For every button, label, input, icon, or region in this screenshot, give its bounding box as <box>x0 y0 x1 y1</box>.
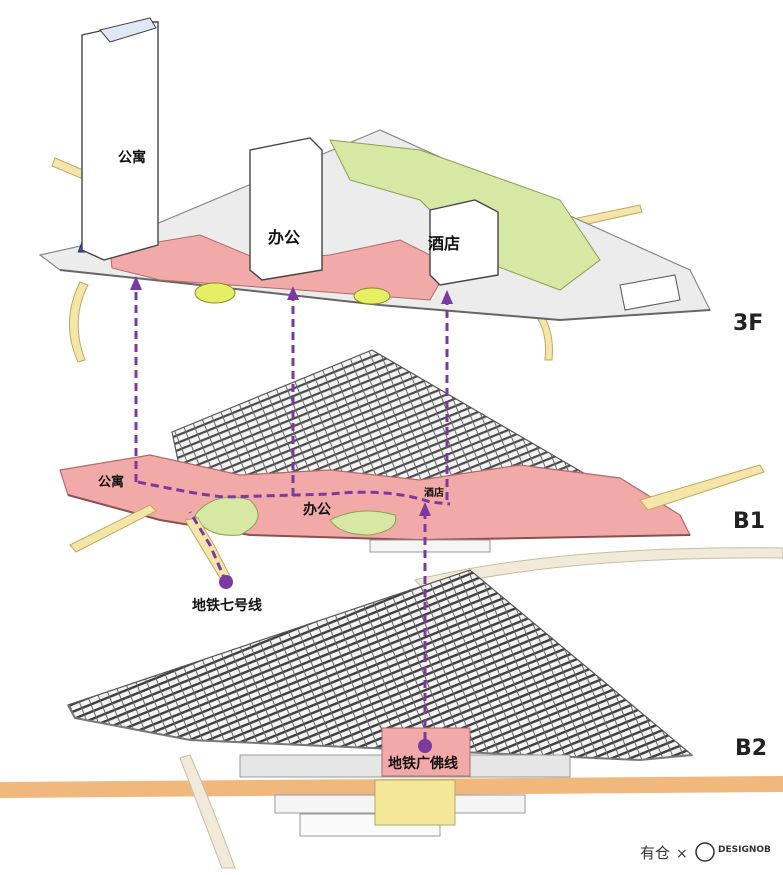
level-label-b2: B2 <box>735 736 767 761</box>
3f-road-west <box>69 282 88 362</box>
b2-parking-slab <box>68 570 692 760</box>
label-metro-line7: 地铁七号线 <box>192 597 262 614</box>
label-3f-hotel: 酒店 <box>428 234 460 253</box>
watermark-x: × <box>676 846 688 862</box>
3f-yellow-plaza-center <box>354 288 390 304</box>
level-label-b1: B1 <box>733 509 765 534</box>
label-3f-office: 办公 <box>268 228 300 247</box>
label-b1-hotel: 酒店 <box>424 486 444 499</box>
level-3f: 公寓 办公 酒店 3F <box>40 18 763 362</box>
level-label-3f: 3F <box>733 311 763 336</box>
b1-east-road <box>640 465 764 510</box>
watermark-text: 有仓 <box>640 844 670 862</box>
label-b1-apartment: 公寓 <box>98 474 124 490</box>
3f-yellow-plaza-west <box>195 283 235 303</box>
b2-route-end-dot <box>418 739 432 753</box>
label-3f-apartment: 公寓 <box>118 149 146 166</box>
label-b1-office: 办公 <box>303 501 331 518</box>
b2-yellow-core <box>375 780 455 825</box>
b1-west-road <box>70 505 156 552</box>
watermark-brand: DESIGNOB <box>718 845 771 855</box>
watermark-logo-icon <box>696 843 714 861</box>
b2-west-road <box>180 755 235 868</box>
level-b1: 公寓 办公 酒店 地铁七号线 B1 <box>60 350 765 614</box>
watermark: 有仓 × DESIGNOB <box>640 843 771 862</box>
3f-apartment-tower <box>82 22 158 260</box>
level-b2: 地铁广佛线 B2 <box>0 548 783 868</box>
label-metro-guangfo: 地铁广佛线 <box>388 755 458 772</box>
3f-office-block <box>250 138 322 280</box>
b1-lower-deck <box>370 540 490 552</box>
